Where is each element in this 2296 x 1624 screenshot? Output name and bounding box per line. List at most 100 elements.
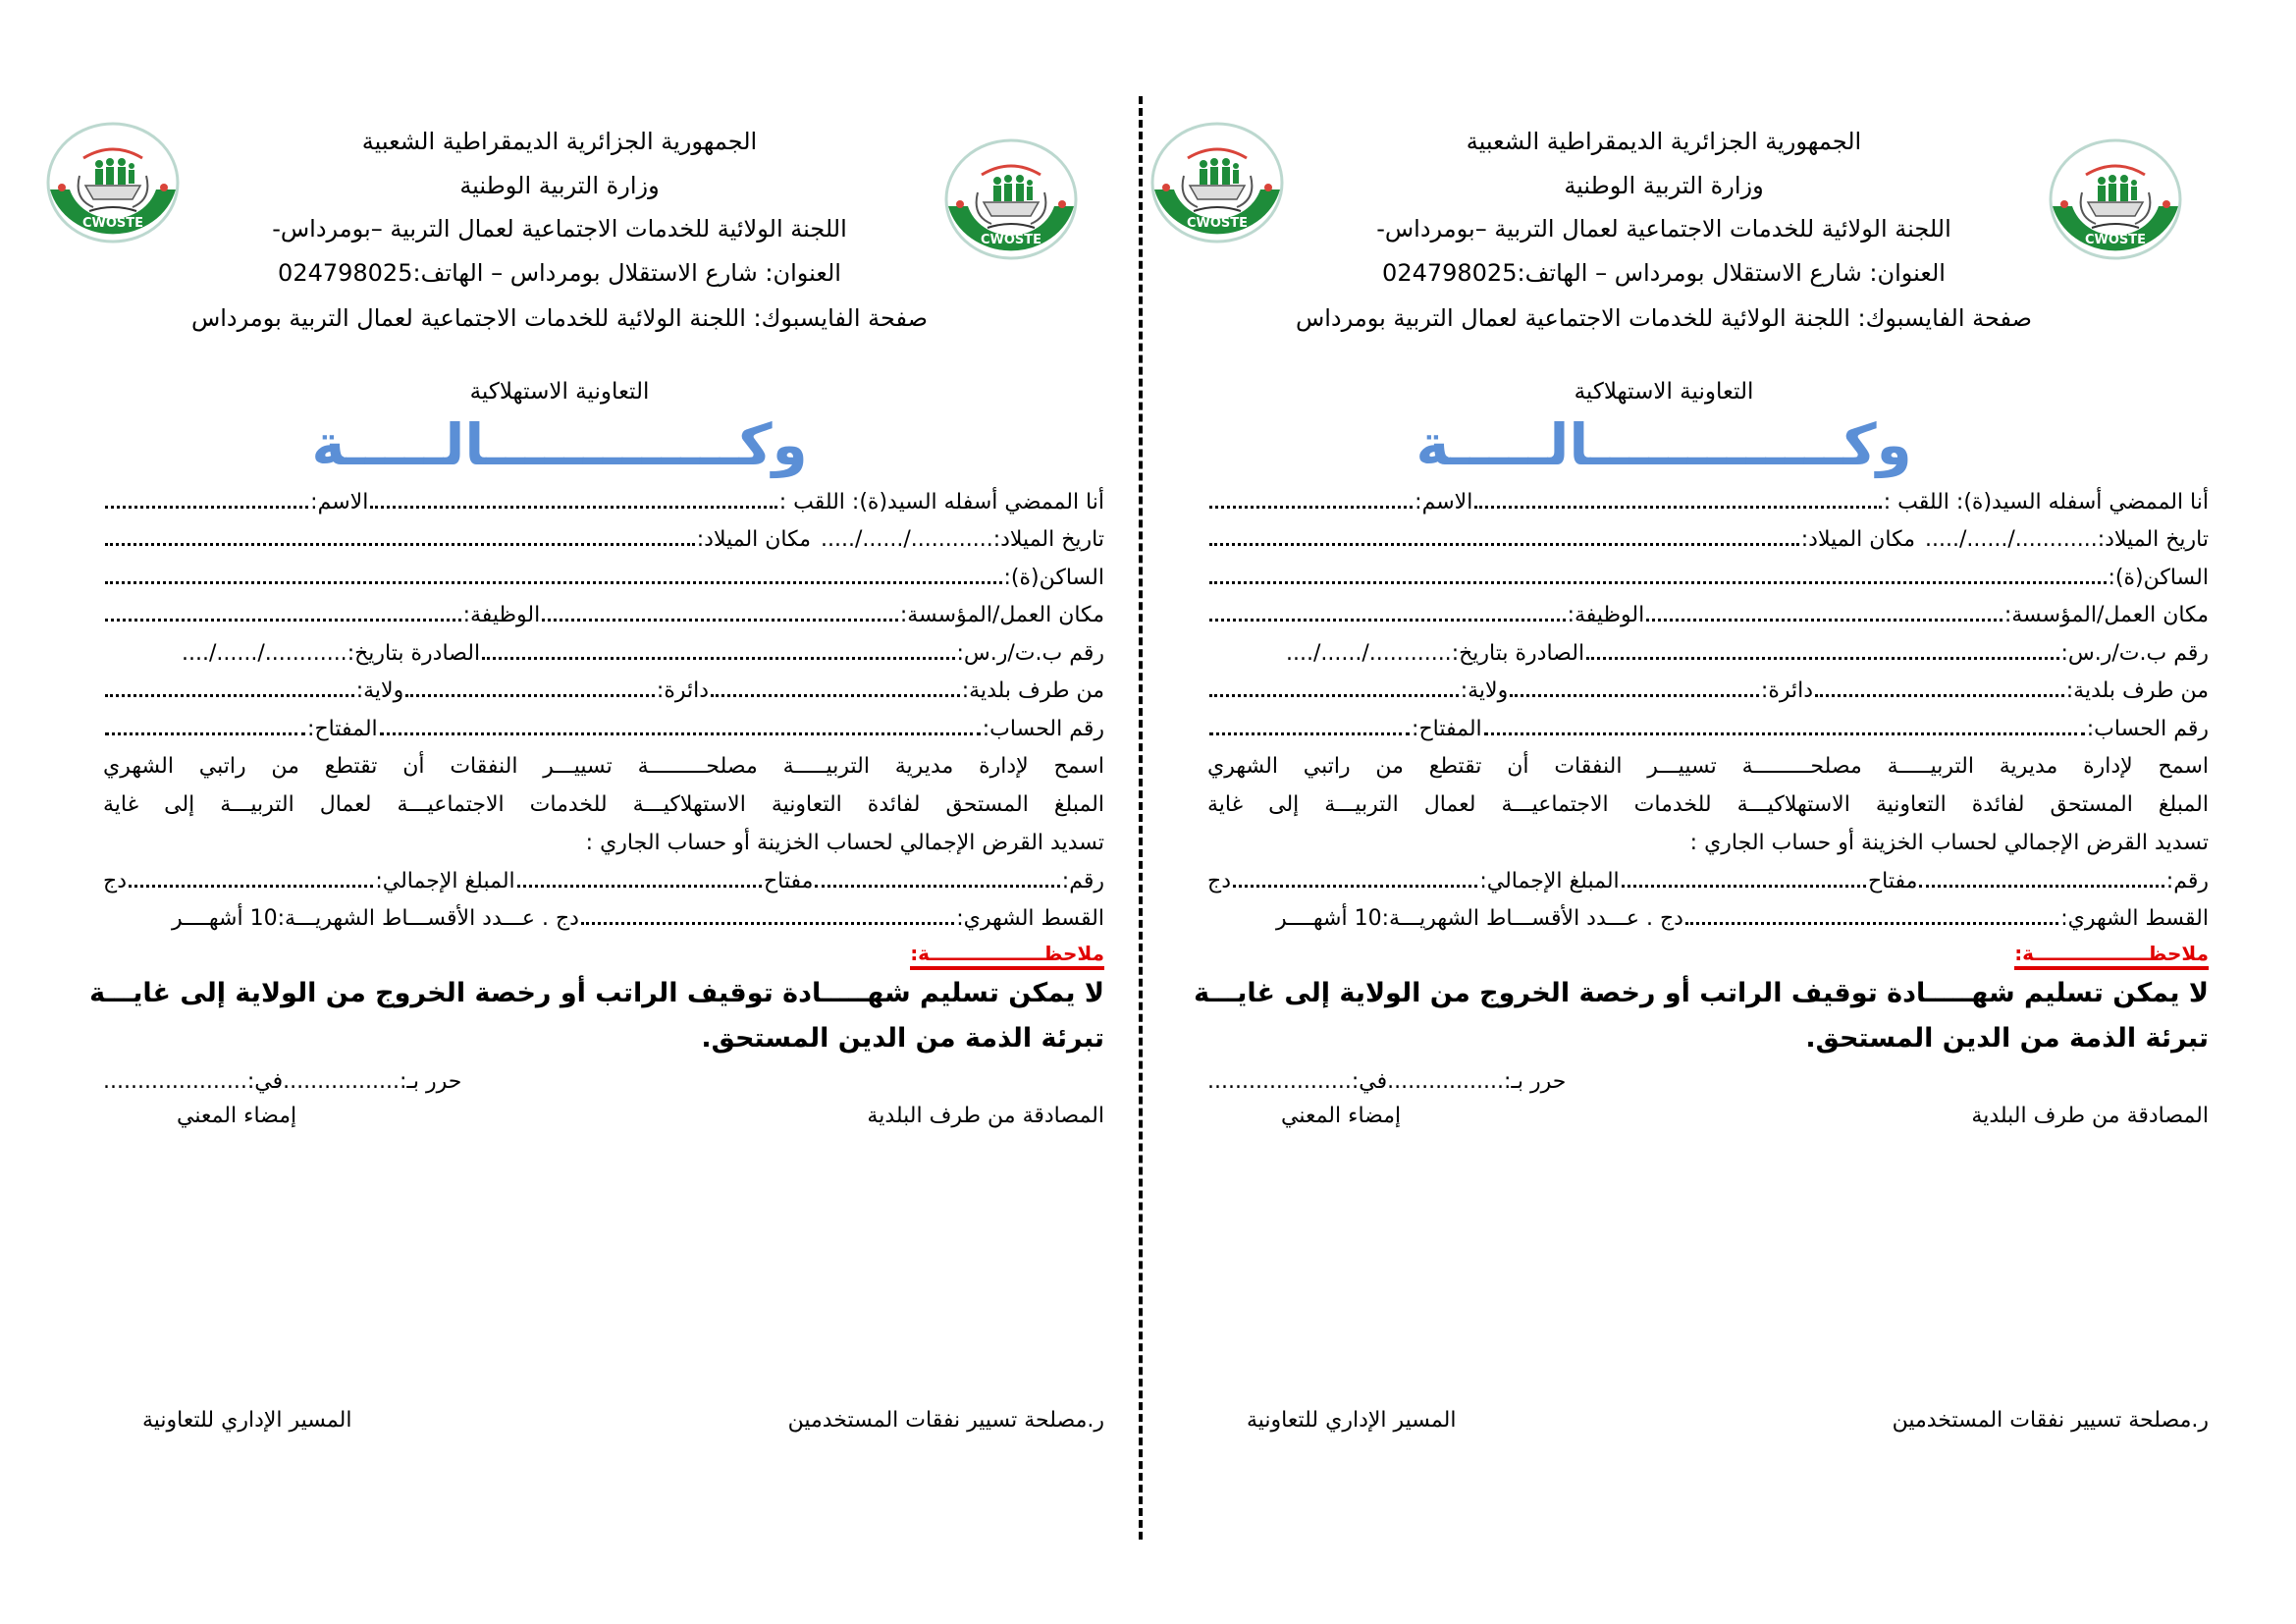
header-republic: الجمهورية الجزائرية الديمقراطية الشعبية [1466,128,1862,155]
key2-blank[interactable] [1621,871,1866,888]
header-committee: اللجنة الولائية للخدمات الاجتماعية لعمال… [272,215,847,243]
header-ministry: وزارة التربية الوطنية [1564,172,1764,199]
wilaya-blank[interactable] [105,680,354,697]
header-ministry: وزارة التربية الوطنية [459,172,660,199]
label-account: رقم الحساب: [2086,717,2209,741]
label-birthplace: مكان الميلاد: [696,527,812,552]
proxy-form-copy: CWOSTE CWOSTE الجمهورية الجزائرية الديمق… [0,0,1139,1624]
account-blank[interactable] [1483,719,2085,735]
firstname-blank[interactable] [1209,492,1414,509]
workplace-blank[interactable] [1646,605,2002,622]
municipality-blank[interactable] [1815,680,2064,697]
cooperative-heading: التعاونية الاستهلاكية [469,379,650,405]
field-id: رقم ب.ت/ر.س: الصادرة بتاريخ:..../....../… [1207,636,2209,672]
currency-label: دج [1207,869,1231,893]
label-account: رقم الحساب: [982,717,1104,741]
surname-blank[interactable] [370,492,777,509]
header-facebook: صفحة الفايسبوك: اللجنة الولائية للخدمات … [1295,304,2033,332]
key-blank[interactable] [1209,719,1411,735]
field-residence: الساكن(ة): [103,561,1104,596]
label-job: الوظيفة: [462,603,541,627]
signature-label: إمضاء المعني [1281,1104,1402,1128]
footer-expenses-head: ر.مصلحة تسيير نفقات المستخدمين [787,1408,1104,1433]
note-text-2: تبرئة الذمة من الدين المستحق. [1805,1023,2209,1054]
label-firstname: الاسم: [1415,490,1473,514]
birthplace-blank[interactable] [105,529,695,546]
field-residence: الساكن(ة): [1207,561,2209,596]
authorization-text-2: المبلغ المستحق لفائدة التعاونية الاستهلا… [1207,792,2209,817]
field-installment: القسط الشهري: دج . عـــدد الأقســـاط الش… [1276,901,2209,937]
cwoste-logo-icon: CWOSTE [46,122,180,244]
number-blank[interactable] [815,871,1060,888]
id-number-blank[interactable] [1586,643,2059,660]
field-amounts: رقم: مفتاح المبلغ الإجمالي: دج [1207,864,2209,899]
label-birthdate: تاريخ الميلاد: [992,527,1104,552]
logo-text: CWOSTE [82,216,143,231]
note-text-1: لا يمكن تسليم شهـــــادة توقيف الراتب أو… [89,978,1104,1008]
footer-coop-manager: المسير الإداري للتعاونية [142,1408,352,1433]
note-label: ملاحظـــــــــــــــــة: [2014,941,2209,970]
field-workplace: مكان العمل/المؤسسة: الوظيفة: [103,598,1104,633]
total-amount-blank[interactable] [129,871,374,888]
cut-line-divider [1139,96,1143,1540]
key2-blank[interactable] [516,871,762,888]
account-blank[interactable] [379,719,981,735]
cwoste-logo-icon: CWOSTE [944,138,1078,260]
daira-blank[interactable] [405,680,655,697]
municipality-certification: المصادقة من طرف البلدية [867,1104,1104,1128]
document-title: وكـــــــــــــالـــــة [311,411,808,478]
number-blank[interactable] [1919,871,2164,888]
header-committee: اللجنة الولائية للخدمات الاجتماعية لعمال… [1376,215,1951,243]
cwoste-logo-icon: CWOSTE [1150,122,1284,244]
header-address: العنوان: شارع الاستقلال بومرداس – الهاتف… [278,259,841,287]
authorization-text-1: اسمح لإدارة مديرية التربيـــــة مصلحــــ… [103,754,1104,779]
issue-date-blank[interactable]: ..../....../............ [182,641,347,666]
label-key2: مفتاح [1867,869,1918,893]
field-account: رقم الحساب: المفتاح: [103,712,1104,747]
workplace-blank[interactable] [542,605,898,622]
field-name: أنا الممضي أسفله السيد(ة): اللقب : الاسم… [103,485,1104,520]
field-municipality: من طرف بلدية: دائرة: ولاية: [103,674,1104,709]
key-blank[interactable] [105,719,306,735]
daira-blank[interactable] [1510,680,1759,697]
authorization-text-3: تسديد القرض الإجمالي لحساب الخزينة أو حس… [1689,831,2209,855]
header-facebook: صفحة الفايسبوك: اللجنة الولائية للخدمات … [190,304,929,332]
written-at-on[interactable]: حرر بـ:.................في:.............… [1207,1069,1567,1094]
logo-text: CWOSTE [981,233,1041,247]
residence-blank[interactable] [105,568,1002,584]
firstname-blank[interactable] [105,492,309,509]
label-key2: مفتاح [763,869,814,893]
note-label: ملاحظـــــــــــــــــة: [910,941,1104,970]
field-amounts: رقم: مفتاح المبلغ الإجمالي: دج [103,864,1104,899]
field-id: رقم ب.ت/ر.س: الصادرة بتاريخ:..../....../… [103,636,1104,672]
residence-blank[interactable] [1209,568,2107,584]
total-amount-blank[interactable] [1233,871,1478,888]
field-municipality: من طرف بلدية: دائرة: ولاية: [1207,674,2209,709]
installments-count: دج . عـــدد الأقســـاط الشهريـــة:10 أشه… [1276,906,1683,931]
birthdate-blank[interactable]: ...../....../............ [821,527,993,552]
installments-count: دج . عـــدد الأقســـاط الشهريـــة:10 أشه… [172,906,579,931]
monthly-installment-blank[interactable] [580,908,955,925]
municipality-blank[interactable] [711,680,960,697]
job-blank[interactable] [104,605,461,622]
label-key: المفتاح: [307,717,378,741]
id-number-blank[interactable] [482,643,955,660]
issue-date-blank[interactable]: ..../....../............ [1286,641,1452,666]
label-job: الوظيفة: [1567,603,1645,627]
birthdate-blank[interactable]: ...../....../............ [1925,527,2098,552]
label-key: المفتاح: [1412,717,1482,741]
birthplace-blank[interactable] [1209,529,1799,546]
job-blank[interactable] [1208,605,1566,622]
label-total-amount: المبلغ الإجمالي: [1479,869,1620,893]
label-daira: دائرة: [656,678,710,703]
label-workplace: مكان العمل/المؤسسة: [899,603,1104,627]
currency-label: دج [103,869,127,893]
label-workplace: مكان العمل/المؤسسة: [2003,603,2209,627]
surname-blank[interactable] [1474,492,1882,509]
wilaya-blank[interactable] [1209,680,1459,697]
label-monthly-installment: القسط الشهري: [2060,906,2209,931]
monthly-installment-blank[interactable] [1684,908,2059,925]
field-account: رقم الحساب: المفتاح: [1207,712,2209,747]
written-at-on[interactable]: حرر بـ:.................في:.............… [103,1069,462,1094]
footer-coop-manager: المسير الإداري للتعاونية [1247,1408,1457,1433]
